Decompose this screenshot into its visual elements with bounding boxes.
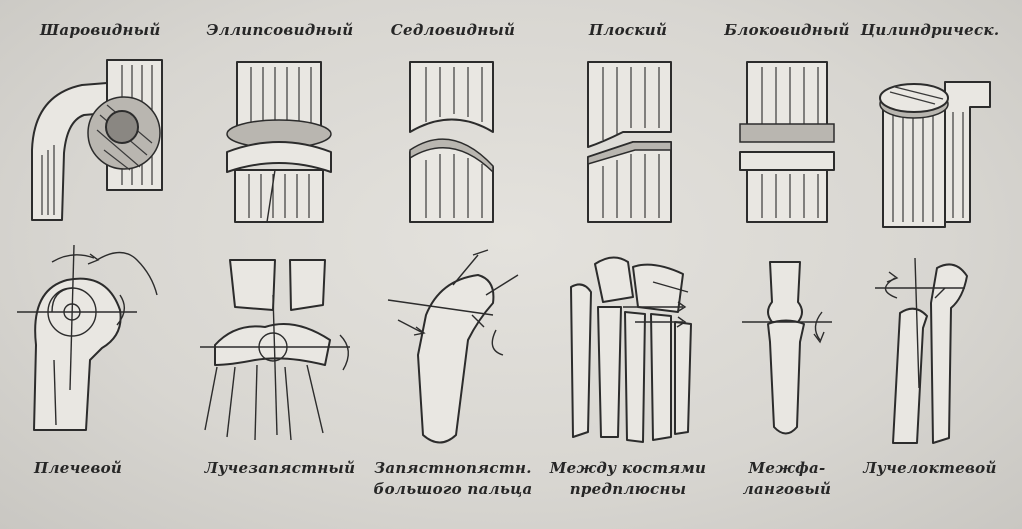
column-spherical: Шаровидный [12,0,182,529]
caption-line: Лучезапястный [204,459,356,477]
caption-line: предплюсны [569,480,687,498]
joint-title-hinge: Блоковидный [724,21,850,39]
caption-line: Лучелоктевой [863,459,997,477]
column-cylindrical: Цилиндрическ. Лучелоктевой [845,0,1015,529]
caption-line: Межфа- [748,459,826,477]
ellipsoid-joint-model [226,61,332,223]
caption-line: Запястнопястн. [374,459,532,477]
joint-title-spherical: Шаровидный [40,21,161,39]
joint-title-ellipsoid: Эллипсовидный [206,21,354,39]
saddle-joint-model [409,61,494,223]
joint-title-saddle: Седловидный [390,21,516,39]
shoulder-joint-drawing [17,244,158,431]
wrist-joint-drawing [200,259,350,441]
caption-line: Между костями [549,459,707,477]
column-saddle: Седловидный Запястнопястн. большого паль… [368,0,538,529]
joint-caption-cylindrical: Лучелоктевой [845,460,1015,477]
joint-title-plane: Плоский [588,21,668,39]
joint-caption-saddle: Запястнопястн. большого пальца [368,460,538,498]
plane-joint-model [587,61,672,223]
joint-caption-plane: Между костями предплюсны [543,460,713,498]
column-ellipsoid: Эллипсовидный Лучезапястный [195,0,365,529]
caption-line: ланговый [742,480,832,498]
column-plane: Плоский Между костями предплюсны [543,0,713,529]
joint-caption-spherical: Плечевой [34,460,182,477]
spherical-joint-model [31,59,163,221]
hinge-joint-model [739,61,835,223]
caption-line: Плечевой [34,459,123,477]
radioulnar-joint-drawing [875,257,968,444]
thumb-cmc-joint-drawing [387,249,519,444]
cylindrical-joint-model [879,81,991,228]
joint-caption-hinge: Межфа- ланговый [702,460,872,498]
tarsal-joint-drawing [570,256,692,443]
column-hinge: Блоковидный Межфа- ланговый [702,0,872,529]
caption-line: большого пальца [373,480,533,498]
joint-title-cylindrical: Цилиндрическ. [860,21,1000,39]
interphalangeal-joint-drawing [742,261,832,435]
joint-caption-ellipsoid: Лучезапястный [195,460,365,477]
